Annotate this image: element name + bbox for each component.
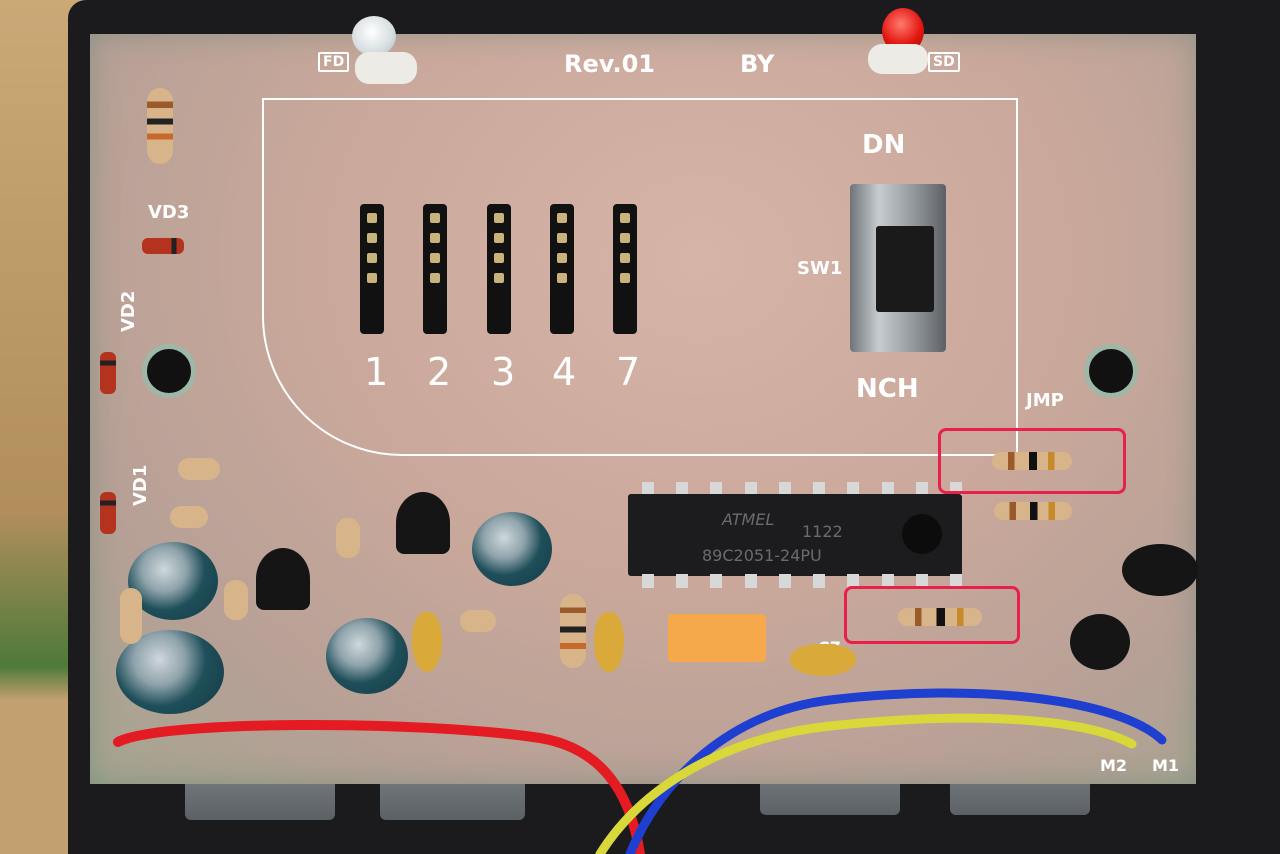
- chip-line1: 1122: [802, 522, 843, 541]
- pin-header-2: [423, 204, 447, 334]
- resistor: [336, 518, 360, 558]
- resistor: [560, 594, 586, 668]
- electrolytic-capacitor: [326, 618, 408, 694]
- resistor: [147, 88, 173, 164]
- chip-line2: 89C2051-24PU: [702, 546, 822, 565]
- switch-dn-label: DN: [862, 130, 906, 160]
- header-number-1: 1: [364, 350, 389, 394]
- pin-header-3: [487, 204, 511, 334]
- diode-vd3: [142, 238, 184, 254]
- header-number-2: 2: [427, 350, 452, 394]
- pin-header-7: [613, 204, 637, 334]
- header-number-4: 4: [552, 350, 577, 394]
- header-number-7: 7: [616, 350, 641, 394]
- revision-label: Rev.01: [564, 50, 655, 78]
- transistor: [1070, 614, 1130, 670]
- jmp-label: JMP: [1026, 390, 1064, 411]
- slide-switch-knob[interactable]: [876, 226, 934, 312]
- resistor: [224, 580, 248, 620]
- switch-nch-label: NCH: [856, 374, 919, 404]
- transistor: [256, 548, 310, 610]
- highlight-box: [844, 586, 1020, 644]
- header-number-3: 3: [491, 350, 516, 394]
- chip-brand: ATMEL: [722, 510, 775, 529]
- ceramic-capacitor: [594, 612, 624, 672]
- jumper-resistor: [992, 452, 1072, 470]
- pin-header-1: [360, 204, 384, 334]
- electrolytic-capacitor: [472, 512, 552, 586]
- fd-label: FD: [318, 52, 350, 72]
- switch-ref-label: SW1: [797, 258, 843, 279]
- red-led-base: [868, 44, 928, 74]
- red-wire: [113, 719, 645, 854]
- diode-vd1: [100, 492, 116, 534]
- transistor: [396, 492, 450, 554]
- highlight-box: [938, 428, 1126, 494]
- resistor: [460, 610, 496, 632]
- resistor: [170, 506, 208, 528]
- silkscreen-outline: [262, 98, 1018, 456]
- clear-led: [352, 16, 396, 56]
- microcontroller-pins-bottom: [642, 574, 962, 590]
- electrolytic-capacitor: [128, 542, 218, 620]
- diode-vd2: [100, 352, 116, 394]
- clear-led-base: [355, 52, 417, 84]
- yellow-wire: [595, 713, 1137, 854]
- jumper-resistor-2: [898, 608, 982, 626]
- pcb-board: FD Rev.01 BY SD VD3 VD2 VD1 1 2 3 4 7 DN…: [90, 8, 1198, 784]
- pin-header-4: [550, 204, 574, 334]
- mounting-hole: [142, 344, 196, 398]
- m2-label: M2: [1100, 756, 1128, 775]
- resistor: [178, 458, 220, 480]
- ceramic-capacitor: [790, 644, 856, 676]
- ceramic-capacitor: [412, 612, 442, 672]
- chip-notch: [902, 514, 942, 554]
- m1-label: M1: [1152, 756, 1180, 775]
- resistor: [120, 588, 142, 644]
- orange-capacitor: [668, 614, 766, 662]
- vd3-label: VD3: [148, 202, 190, 223]
- mounting-hole: [1084, 344, 1138, 398]
- sd-label: SD: [928, 52, 960, 72]
- by-label: BY: [740, 50, 775, 78]
- electrolytic-capacitor: [116, 630, 224, 714]
- transistor: [1122, 544, 1198, 596]
- resistor: [994, 502, 1072, 520]
